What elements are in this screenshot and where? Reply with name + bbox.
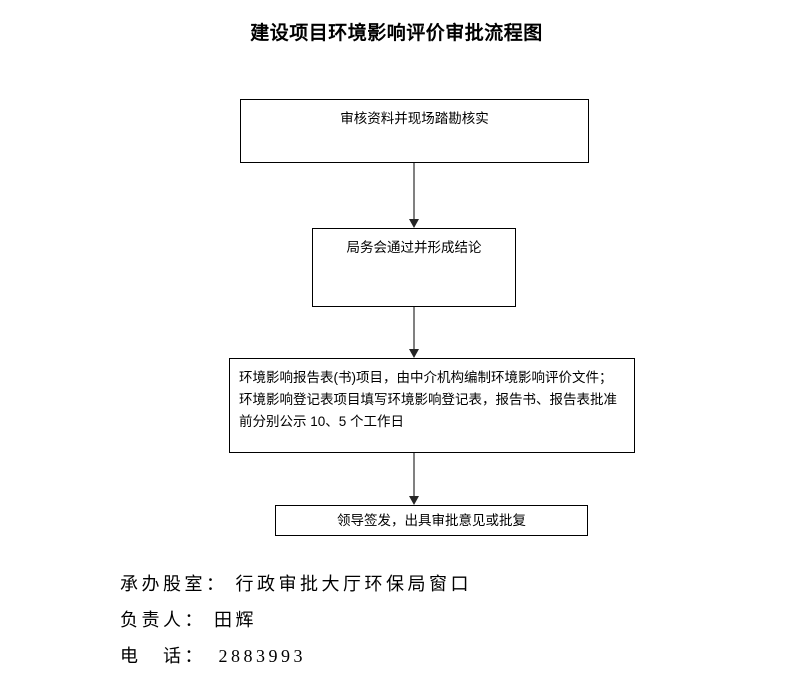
arrow-shaft	[413, 453, 415, 497]
footer-responsible-person: 负责人： 田辉	[120, 610, 257, 630]
flow-node-signoff-label: 领导签发，出具审批意见或批复	[337, 512, 526, 528]
footer-block: 承办股室： 行政审批大厅环保局窗口 负责人： 田辉 电 话： 2883993	[120, 566, 680, 674]
page-title: 建设项目环境影响评价审批流程图	[250, 23, 543, 44]
flow-node-review-label: 审核资料并现场踏勘核实	[340, 111, 489, 126]
arrow-shaft	[413, 307, 415, 350]
arrow-head	[409, 219, 419, 228]
arrow-head	[409, 349, 419, 358]
arrow-down-icon-review-to-meeting	[406, 163, 422, 228]
flow-node-signoff: 领导签发，出具审批意见或批复	[275, 505, 588, 536]
flow-node-meeting: 局务会通过并形成结论	[312, 228, 516, 307]
footer-phone: 电 话： 2883993	[120, 646, 306, 666]
flow-node-meeting-label: 局务会通过并形成结论	[346, 240, 482, 255]
arrow-down-icon-documents-to-signoff	[406, 453, 422, 505]
arrow-shaft	[413, 163, 415, 220]
flow-node-review: 审核资料并现场踏勘核实	[240, 99, 589, 163]
arrow-head	[409, 496, 419, 505]
flow-node-documents-label: 环境影响报告表(书)项目，由中介机构编制环境影响评价文件； 环境影响登记表项目填…	[239, 370, 617, 429]
arrow-down-icon-meeting-to-documents	[406, 307, 422, 358]
footer-handling-office: 承办股室： 行政审批大厅环保局窗口	[120, 574, 472, 594]
flow-node-documents: 环境影响报告表(书)项目，由中介机构编制环境影响评价文件； 环境影响登记表项目填…	[229, 358, 635, 453]
